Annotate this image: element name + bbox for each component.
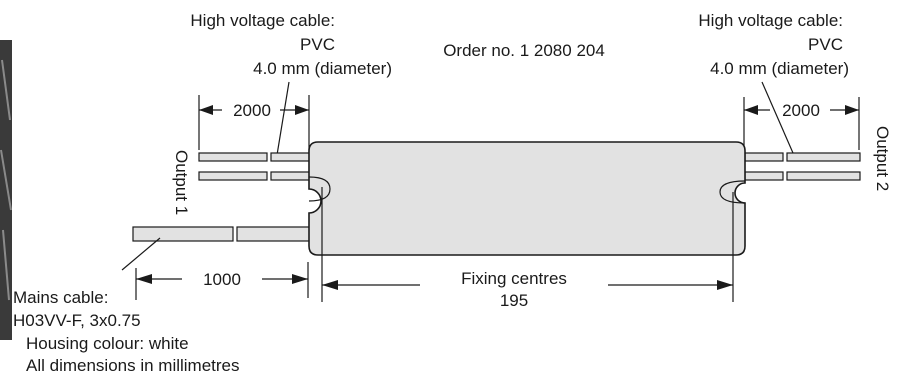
right-hv-cable-line3: 4.0 mm (diameter) bbox=[710, 59, 849, 78]
fixing-slot-left bbox=[308, 176, 331, 202]
mains-leader-line bbox=[121, 237, 161, 271]
dimension-left-cable-value: 2000 bbox=[233, 101, 271, 120]
dimension-mains-cable: 1000 bbox=[135, 262, 309, 300]
right-hv-leader-line bbox=[761, 81, 794, 154]
dimension-left-cable: 2000 bbox=[198, 95, 310, 150]
right-hv-cable-label: High voltage cable: PVC 4.0 mm (diameter… bbox=[698, 11, 849, 78]
left-hv-cable-line3: 4.0 mm (diameter) bbox=[253, 59, 392, 78]
dimension-right-cable: 2000 bbox=[743, 97, 860, 150]
left-hv-cable-line2: PVC bbox=[300, 35, 335, 54]
left-output-cables bbox=[198, 152, 312, 181]
photo-edge-strip bbox=[0, 40, 12, 340]
left-hv-cable-line1: High voltage cable: bbox=[190, 11, 335, 30]
right-hv-cable-line2: PVC bbox=[808, 35, 843, 54]
mains-cable bbox=[132, 226, 313, 242]
units-note: All dimensions in millimetres bbox=[26, 356, 240, 373]
mains-cable-line2: H03VV-F, 3x0.75 bbox=[13, 311, 141, 330]
order-number: Order no. 1 2080 204 bbox=[443, 41, 605, 60]
housing-body bbox=[308, 141, 746, 256]
output-1-label: Output 1 bbox=[172, 150, 191, 215]
housing-colour-note: Housing colour: white bbox=[26, 334, 189, 353]
fixing-centres-label: Fixing centres bbox=[461, 269, 567, 288]
right-hv-cable-line1: High voltage cable: bbox=[698, 11, 843, 30]
left-hv-leader-line bbox=[276, 81, 290, 156]
right-output-cables bbox=[744, 152, 861, 181]
fixing-centres-value: 195 bbox=[500, 291, 528, 310]
output-2-label: Output 2 bbox=[873, 126, 892, 191]
dimension-mains-cable-value: 1000 bbox=[203, 270, 241, 289]
mains-cable-line1: Mains cable: bbox=[13, 288, 108, 307]
dimension-fixing-centres: Fixing centres 195 bbox=[322, 269, 733, 310]
dimension-right-cable-value: 2000 bbox=[782, 101, 820, 120]
left-hv-cable-label: High voltage cable: PVC 4.0 mm (diameter… bbox=[190, 11, 392, 78]
